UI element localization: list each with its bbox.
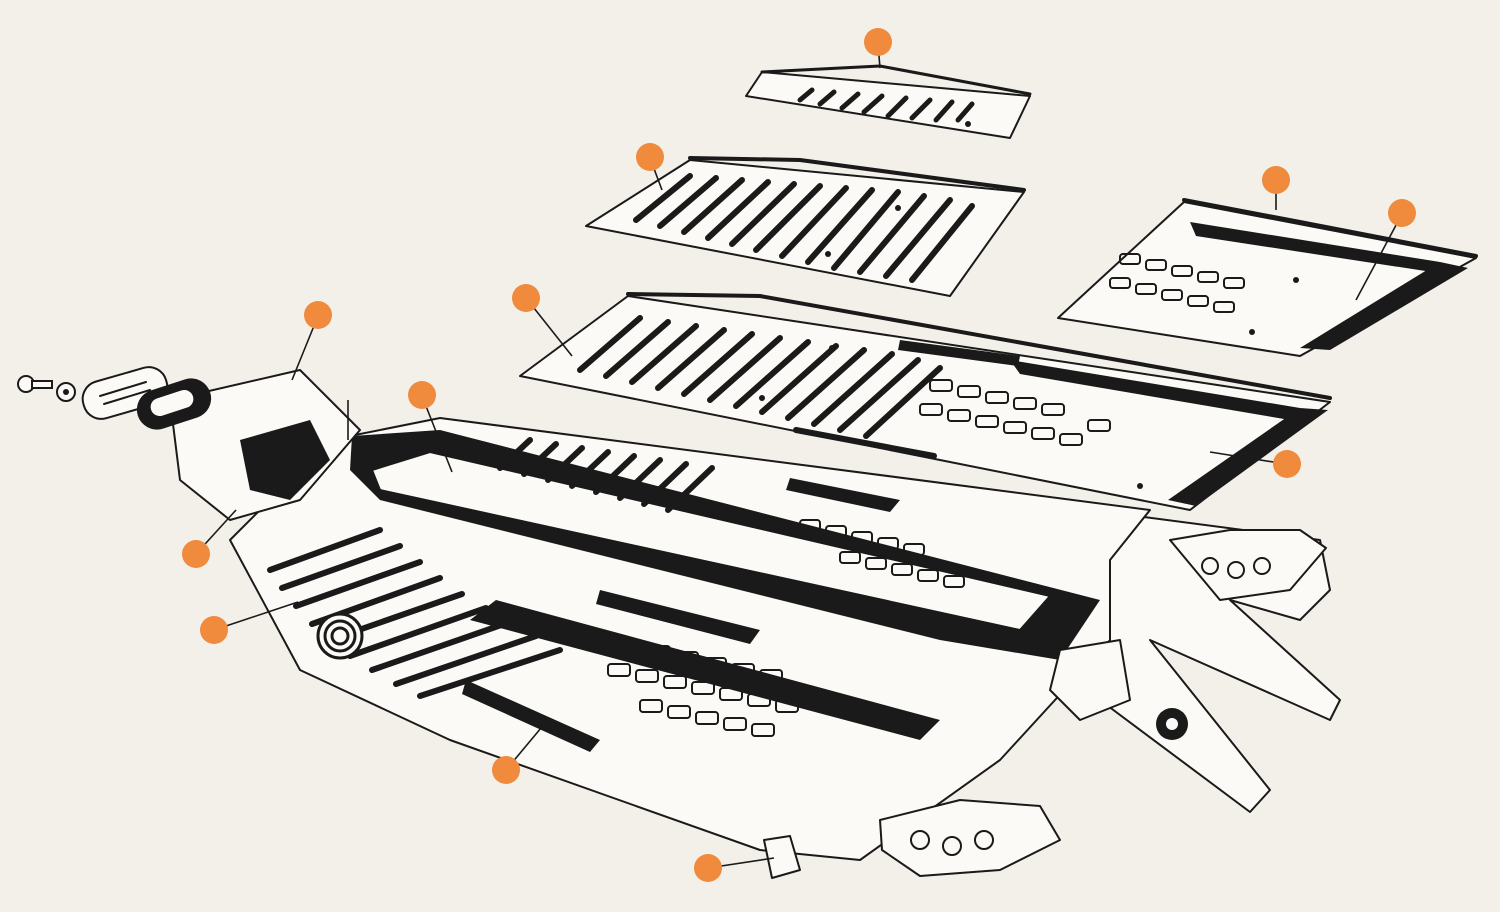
left-floor-ribs bbox=[267, 527, 563, 699]
right-lower-floor-ribs bbox=[497, 437, 715, 513]
callout-dot-front-jack-point[interactable] bbox=[694, 854, 722, 882]
callout-dot-left-heater-channel[interactable] bbox=[492, 756, 520, 784]
callout-dot-central-tunnel[interactable] bbox=[408, 381, 436, 409]
bolt-icon bbox=[17, 375, 53, 393]
rear-seat-pan-panel bbox=[745, 64, 1032, 139]
rear-seat-pan-ribs bbox=[797, 87, 975, 123]
right-full-floor-half-drawing bbox=[519, 292, 1332, 511]
callout-dot-right-rear-flange[interactable] bbox=[1273, 450, 1301, 478]
callout-dot-right-full-floor-half[interactable] bbox=[512, 284, 540, 312]
callout-dot-rear-mount-bracket[interactable] bbox=[182, 540, 210, 568]
main-chassis bbox=[169, 369, 1341, 879]
callout-dot-right-front-floor-panel[interactable] bbox=[1262, 166, 1290, 194]
right-full-floor-ribs bbox=[577, 315, 943, 439]
right-rear-pockets bbox=[799, 519, 965, 588]
right-full-floor-pockets bbox=[919, 379, 1111, 446]
floor-seal-roll-drawing bbox=[316, 612, 364, 660]
washer-icon bbox=[56, 382, 76, 402]
front-mount-hardware bbox=[17, 366, 212, 430]
callout-dot-right-front-flange[interactable] bbox=[1388, 199, 1416, 227]
rear-floor-ribs bbox=[633, 173, 975, 283]
left-rear-pockets bbox=[607, 639, 799, 737]
callout-dot-tunnel-rear-mount[interactable] bbox=[304, 301, 332, 329]
callout-dot-rear-seat-pan[interactable] bbox=[864, 28, 892, 56]
right-front-floor-panel-drawing bbox=[1057, 198, 1478, 357]
rubber-mount-icon bbox=[136, 378, 212, 430]
callout-dot-floor-seal-roll[interactable] bbox=[200, 616, 228, 644]
rear-floor-panel-drawing bbox=[585, 156, 1026, 297]
right-front-floor-pockets bbox=[1109, 253, 1245, 313]
callout-dot-rear-floor-panel[interactable] bbox=[636, 143, 664, 171]
callouts bbox=[182, 28, 1416, 882]
